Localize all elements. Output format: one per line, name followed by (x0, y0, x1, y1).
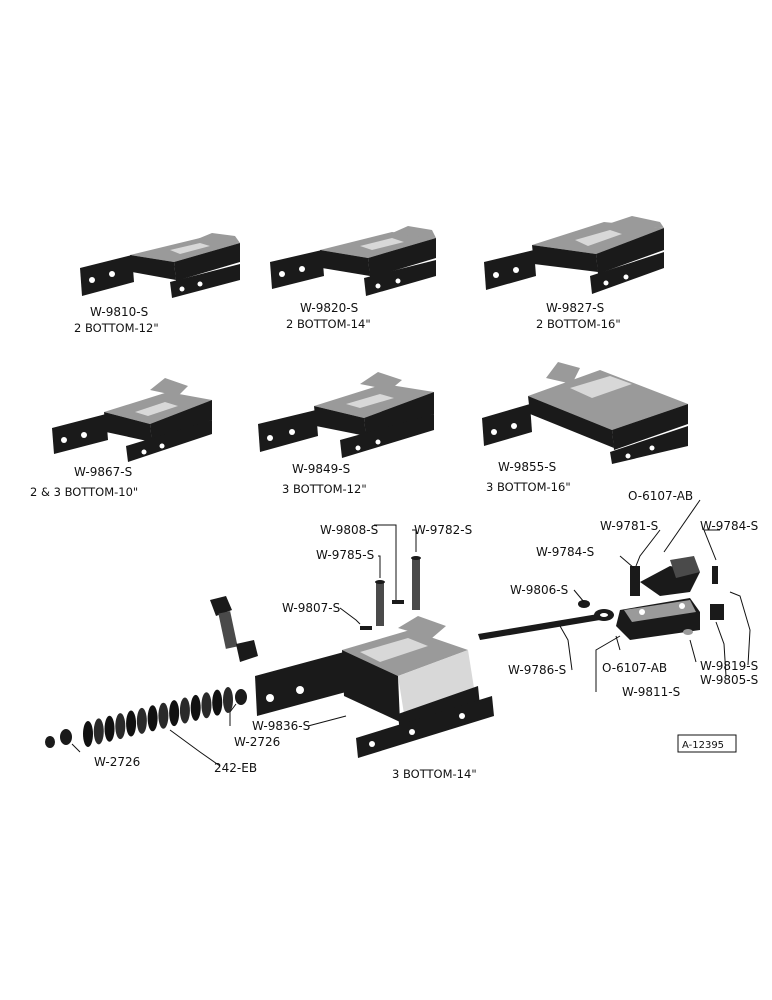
callout-w9808: W-9808-S (320, 523, 378, 537)
callout-w9785: W-9785-S (316, 548, 374, 562)
hitch-illustration-w9820 (270, 226, 436, 296)
callout-w9786: W-9786-S (508, 663, 566, 677)
hitch-part-label: W-9810-S (90, 305, 148, 319)
hitch-caption: 2 BOTTOM-16" (536, 317, 621, 331)
hitch-caption: 3 BOTTOM-12" (282, 482, 367, 496)
hitch-illustration-w9810 (80, 233, 240, 298)
hitch-caption: 2 & 3 BOTTOM-10" (30, 485, 138, 499)
callout-242eb: 242-EB (214, 761, 257, 775)
spring-coil (93, 718, 104, 745)
callout-w9811: W-9811-S (622, 685, 680, 699)
callout-o6107ab-top: O-6107-AB (628, 489, 693, 503)
callout-w9819: W-9819-S (700, 659, 758, 673)
hitch-part-label: W-9867-S (74, 465, 132, 479)
spring-illustration (45, 687, 247, 748)
hitch-illustration-w9867 (52, 378, 212, 462)
hitch-caption: 3 BOTTOM-16" (486, 480, 571, 494)
spring-coil (115, 713, 126, 740)
figure-ref-label: A-12395 (682, 740, 724, 751)
hitch-part-label: W-9855-S (498, 460, 556, 474)
leader-lines (71, 499, 751, 767)
callout-w2726-left: W-2726 (94, 755, 140, 769)
bracket-illustration (578, 556, 724, 640)
main-hitch-illustration (255, 616, 494, 758)
hitch-illustration-w9855 (482, 362, 688, 464)
hitch-part-label: W-9849-S (292, 462, 350, 476)
hitch-illustration-w9827 (484, 216, 664, 294)
spring-coil (147, 705, 158, 732)
figure-ref-box (677, 734, 737, 753)
hitch-part-label: W-9820-S (300, 301, 358, 315)
main-part-label: W-9836-S (252, 719, 310, 733)
callout-w9784-right: W-9784-S (700, 519, 758, 533)
main-caption: 3 BOTTOM-14" (392, 767, 477, 781)
callout-o6107ab-bottom: O-6107-AB (602, 661, 667, 675)
spring-coil (201, 692, 212, 719)
hitch-part-label: W-9827-S (546, 301, 604, 315)
hitch-caption: 2 BOTTOM-14" (286, 317, 371, 331)
spring-coil (83, 721, 93, 747)
spring-coil (190, 694, 201, 721)
spring-coil (136, 707, 147, 734)
hitch-caption: 2 BOTTOM-12" (74, 321, 159, 335)
spring-coil (212, 689, 223, 716)
spring-coil (169, 700, 180, 727)
spring-coil (126, 710, 137, 737)
callout-w9782: W-9782-S (414, 523, 472, 537)
spring-coil (104, 715, 115, 742)
callout-w9805: W-9805-S (700, 673, 758, 687)
callout-w9806: W-9806-S (510, 583, 568, 597)
bolt-illustration (210, 596, 258, 662)
hitch-illustration-w9849 (258, 372, 434, 458)
rod-illustration (478, 609, 614, 640)
spring-coil (223, 687, 233, 713)
callout-w9784-left: W-9784-S (536, 545, 594, 559)
callout-w2726-right: W-2726 (234, 735, 280, 749)
spring-coil (158, 702, 169, 729)
spring-coil (179, 697, 190, 724)
callout-w9781: W-9781-S (600, 519, 658, 533)
callout-w9807: W-9807-S (282, 601, 340, 615)
pins-illustration (360, 556, 421, 630)
